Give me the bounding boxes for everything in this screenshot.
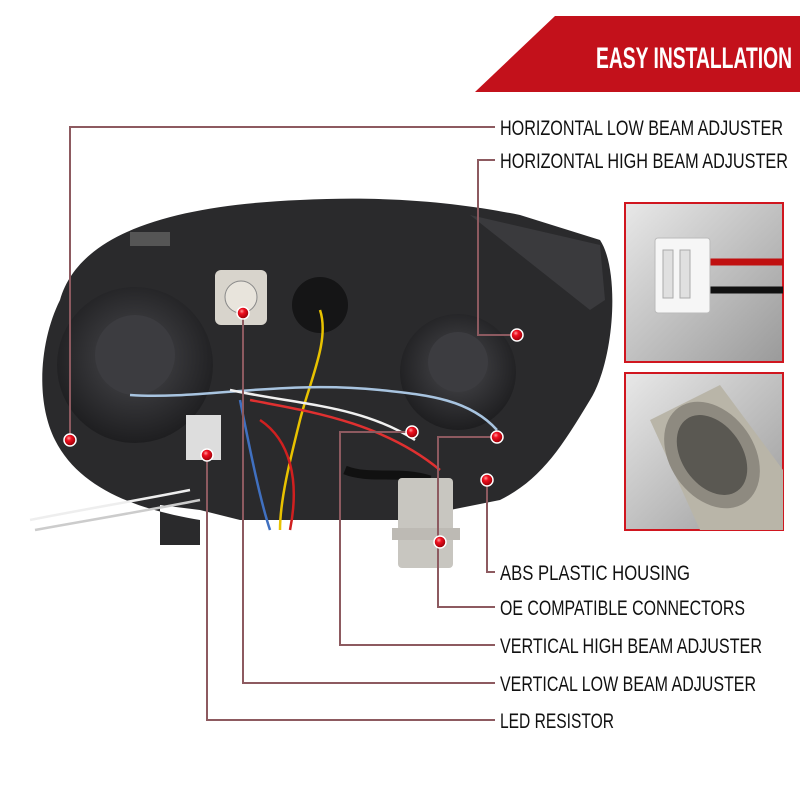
label-horizontal-low-beam-adjuster: HORIZONTAL LOW BEAM ADJUSTER — [500, 117, 783, 140]
marker-dot — [433, 535, 447, 549]
easy-installation-banner: EASY INSTALLATION — [475, 16, 800, 92]
headlight-housing — [42, 198, 613, 545]
marker-dot — [236, 306, 250, 320]
label-vertical-low-beam-adjuster: VERTICAL LOW BEAM ADJUSTER — [500, 673, 756, 696]
marker-dot — [480, 473, 494, 487]
leader-lines — [69, 126, 517, 721]
wiring-harness — [29, 309, 498, 532]
label-vertical-high-beam-adjuster: VERTICAL HIGH BEAM ADJUSTER — [500, 635, 762, 658]
marker-dot — [200, 448, 214, 462]
marker-dot — [490, 430, 504, 444]
label-horizontal-high-beam-adjuster: HORIZONTAL HIGH BEAM ADJUSTER — [500, 150, 788, 173]
marker-dot — [63, 433, 77, 447]
callout-markers — [63, 306, 524, 549]
marker-dot — [405, 425, 419, 439]
plug-connector-inset — [624, 202, 784, 363]
label-led-resistor: LED RESISTOR — [500, 710, 614, 733]
socket-connector-inset — [624, 372, 784, 531]
label-oe-compatible-connectors: OE COMPATIBLE CONNECTORS — [500, 597, 745, 620]
label-abs-plastic-housing: ABS PLASTIC HOUSING — [500, 562, 690, 585]
callout-labels: HORIZONTAL LOW BEAM ADJUSTER HORIZONTAL … — [500, 117, 788, 733]
connector-plug — [392, 478, 460, 568]
marker-dot — [510, 328, 524, 342]
banner-title: EASY INSTALLATION — [596, 42, 792, 75]
